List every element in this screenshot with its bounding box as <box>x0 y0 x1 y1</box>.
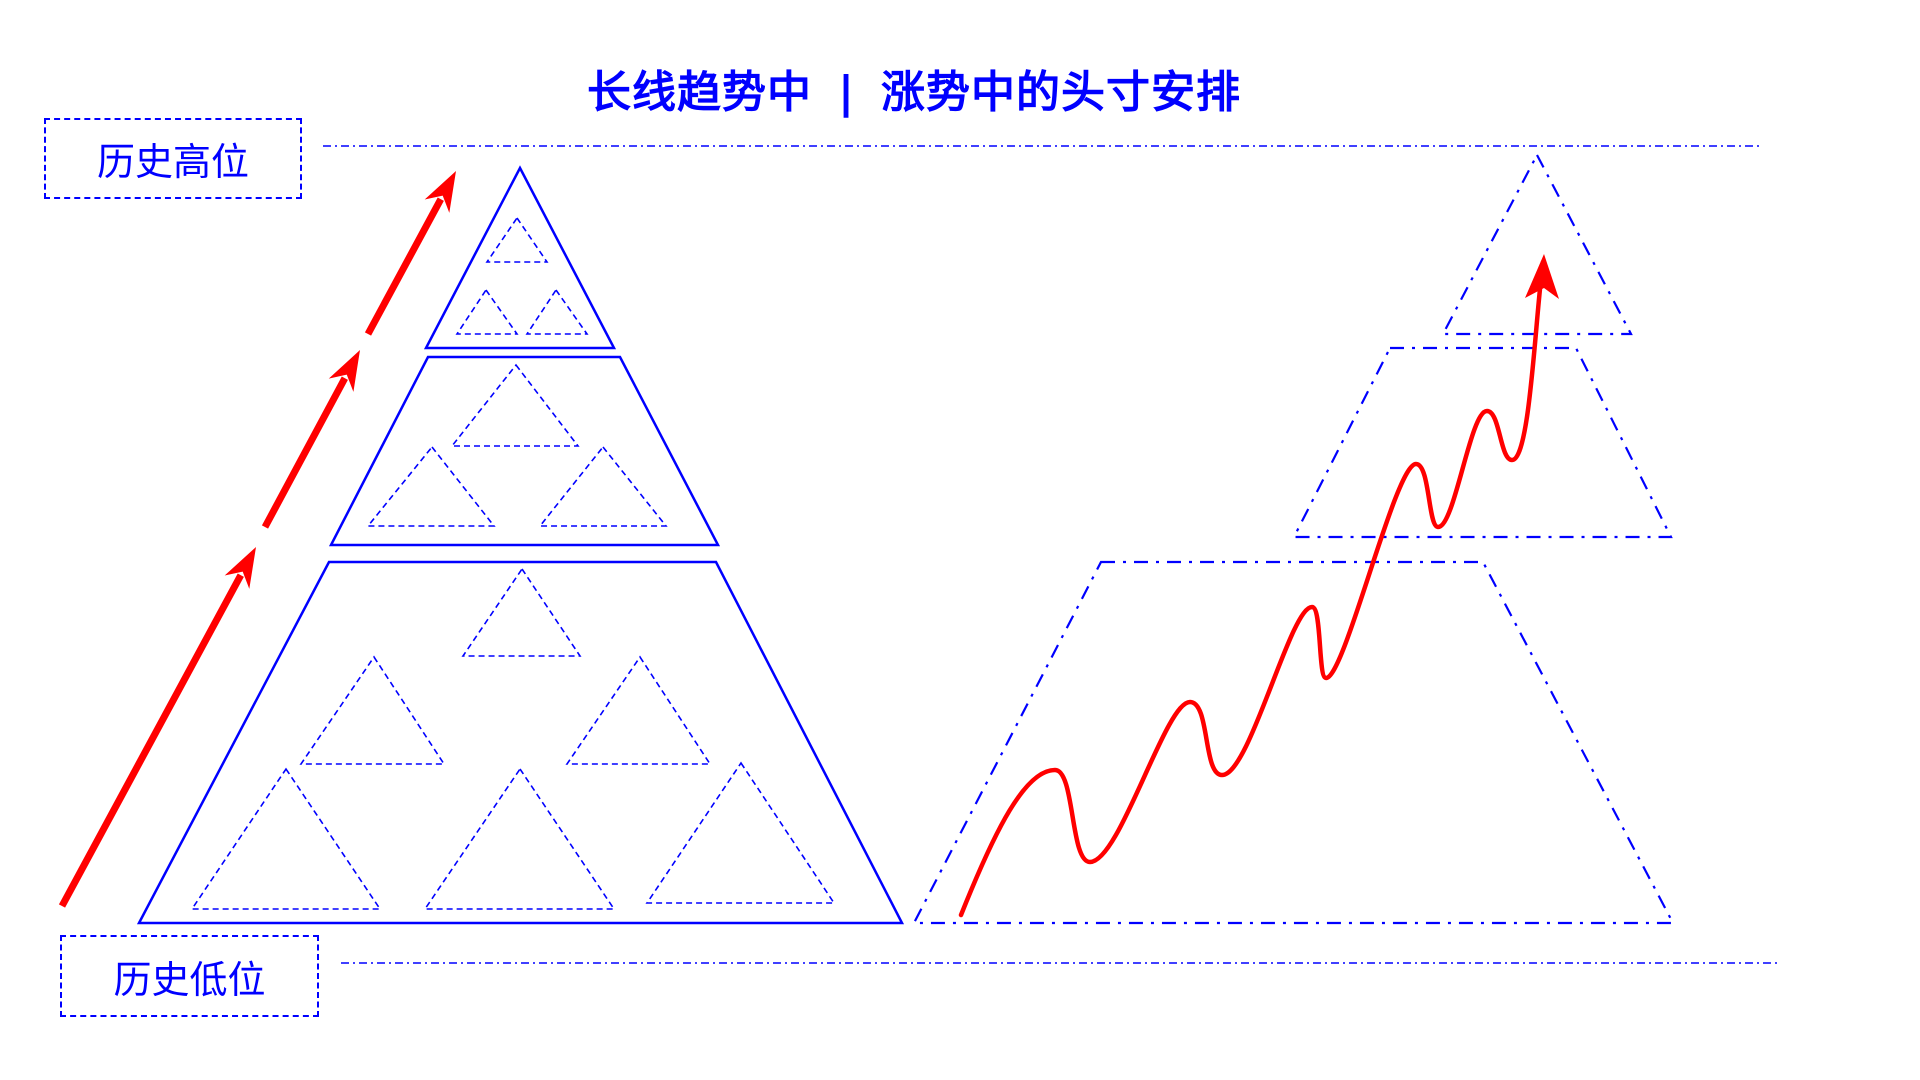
position-triangle-top <box>525 288 589 335</box>
title-separator: | <box>837 67 856 118</box>
projected-middle-tier <box>1292 346 1673 539</box>
historical-low-label: 历史低位 <box>60 935 319 1017</box>
pyramid-middle-tier <box>328 355 721 547</box>
pyramid-bottom-tier <box>136 560 905 925</box>
trend-arrow-shaft <box>58 573 244 908</box>
level-lines <box>323 145 1778 964</box>
historical-high-label: 历史高位 <box>44 118 302 199</box>
position-triangle-top <box>485 216 549 263</box>
right-pyramid <box>912 152 1675 925</box>
projected-bottom-tier <box>912 560 1675 925</box>
left-pyramid <box>136 165 905 925</box>
position-triangle-bottom <box>461 567 582 657</box>
pyramid-top-tier <box>423 165 617 350</box>
arrowhead-icon <box>1525 254 1559 299</box>
left-trend-arrows <box>58 171 456 908</box>
trend-arrow-shaft <box>364 197 444 336</box>
position-triangle-bottom <box>565 655 712 765</box>
trend-curve <box>958 259 1546 918</box>
title-right: 涨势中的头寸安排 <box>881 67 1242 118</box>
historical-high-text: 历史高位 <box>96 140 249 184</box>
position-triangle-bottom <box>423 767 616 910</box>
historical-low-text: 历史低位 <box>113 957 266 1002</box>
position-triangle-middle <box>450 363 580 447</box>
projected-top-tier <box>1441 152 1633 336</box>
position-triangle-top <box>455 288 519 335</box>
page-title: 长线趋势中 | 涨势中的头寸安排 <box>0 56 1828 120</box>
position-triangle-bottom <box>190 767 382 910</box>
position-triangle-middle <box>366 445 496 527</box>
position-triangle-middle <box>538 445 668 527</box>
arrowhead-icon <box>424 171 456 213</box>
position-triangle-bottom <box>299 655 446 765</box>
position-triangle-bottom <box>645 761 836 904</box>
trend-arrow-shaft <box>261 376 348 529</box>
title-left: 长线趋势中 <box>586 67 812 118</box>
arrowhead-icon <box>224 547 256 589</box>
arrowhead-icon <box>328 350 360 392</box>
right-trend-curve <box>958 254 1559 918</box>
